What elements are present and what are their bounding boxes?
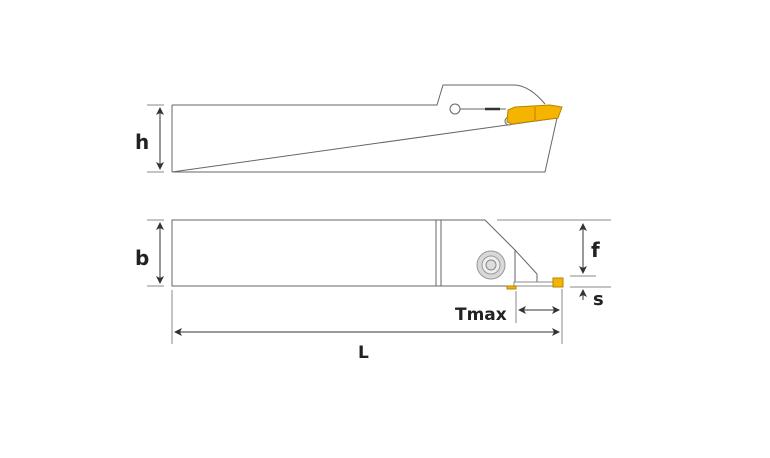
dim-label-s: s	[593, 289, 604, 310]
side-view	[147, 84, 563, 173]
clamp-hole	[449, 103, 461, 115]
holder-body-side	[171, 84, 558, 173]
dim-label-h: h	[135, 130, 149, 154]
dim-label-f: f	[591, 238, 600, 262]
dim-label-tmax: Tmax	[455, 305, 507, 325]
insert-top-icon	[552, 277, 564, 288]
dim-label-L: L	[358, 343, 369, 363]
holder-body-top	[171, 219, 516, 287]
top-view	[147, 219, 611, 344]
screw-icon	[476, 250, 506, 280]
dim-label-b: b	[135, 246, 149, 270]
